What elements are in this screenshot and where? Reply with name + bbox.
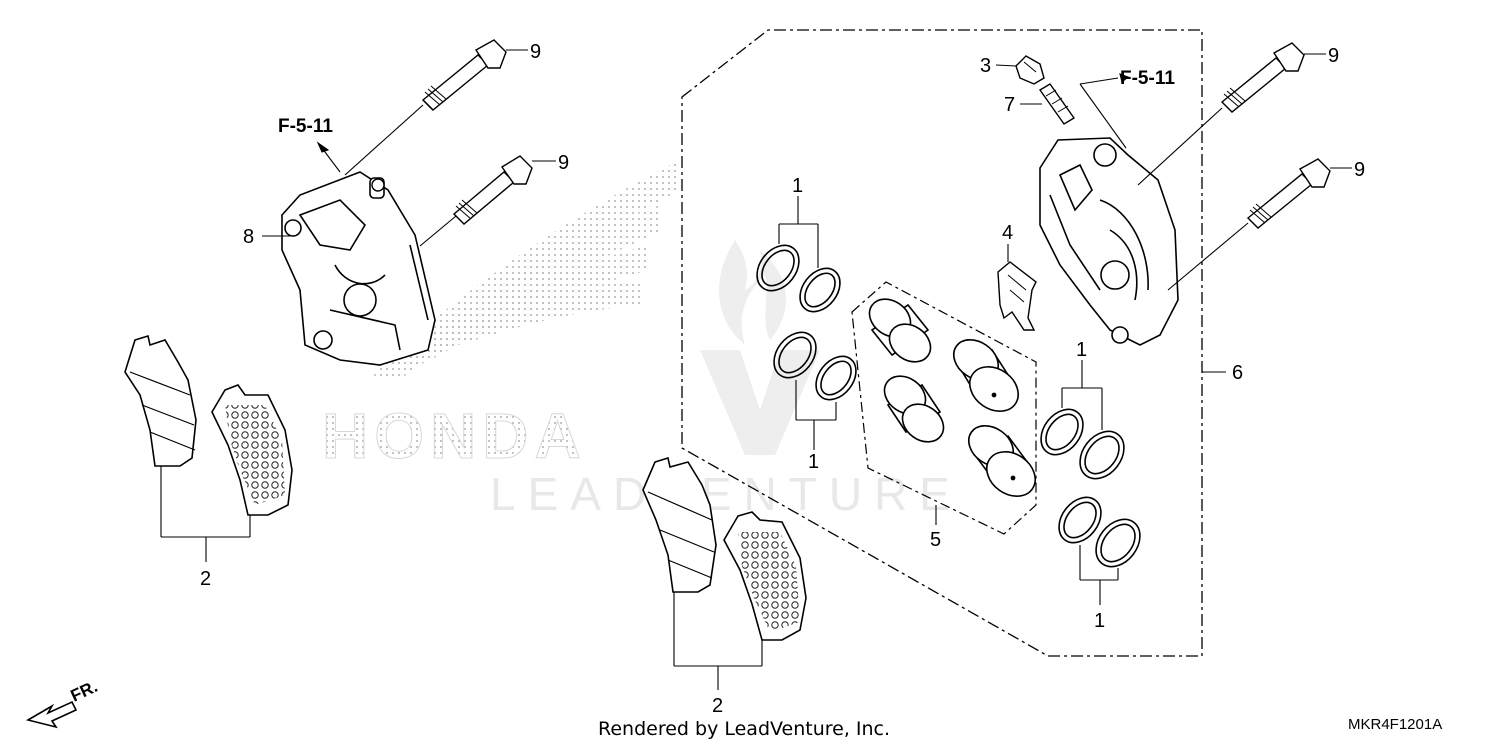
- seal-group-right: [1040, 408, 1141, 568]
- callout-2-left: 2: [200, 568, 211, 590]
- callout-1-right-bottom: 1: [1094, 610, 1105, 632]
- callout-8: 8: [243, 226, 254, 248]
- callout-1-top: 1: [792, 175, 803, 197]
- front-direction-arrow-icon: [25, 700, 78, 729]
- left-brake-pad-back: [124, 334, 197, 467]
- bleeder-cap: [1015, 55, 1045, 85]
- diagram-code: MKR4F1201A: [1348, 716, 1443, 733]
- left-bolt-mid: [452, 155, 533, 225]
- reference-label-left: F-5-11: [278, 116, 333, 137]
- center-brake-pad-back: [642, 456, 717, 593]
- callout-9-left-mid: 9: [558, 152, 569, 174]
- left-bolt-top: [421, 39, 507, 111]
- callout-9-right-top: 9: [1328, 45, 1339, 67]
- callout-6: 6: [1232, 362, 1243, 384]
- right-bolt-mid: [1246, 158, 1331, 229]
- callout-7: 7: [1004, 94, 1015, 116]
- piston-3: [883, 375, 945, 443]
- honda-text-watermark: HONDA: [322, 400, 587, 472]
- left-bleeder-icon: [371, 178, 385, 192]
- callout-3: 3: [980, 55, 991, 77]
- left-brake-caliper: [281, 171, 436, 366]
- right-bolt-top: [1220, 42, 1305, 113]
- center-brake-pad-front: [723, 511, 807, 641]
- reference-label-right: F-5-11: [1120, 68, 1175, 89]
- callout-1-mid: 1: [808, 451, 819, 473]
- pad-spring: [997, 261, 1037, 331]
- right-brake-caliper: [1039, 137, 1179, 346]
- left-brake-pad-front: [211, 384, 293, 516]
- callout-5: 5: [930, 529, 941, 551]
- callout-1-right-top: 1: [1076, 339, 1087, 361]
- front-direction-label: FR.: [68, 677, 101, 706]
- callout-4: 4: [1002, 222, 1013, 244]
- leadventure-text-watermark: LEADVENTURE: [490, 468, 962, 520]
- piston-set: [868, 298, 1036, 497]
- leader-lines: [160, 49, 1352, 690]
- seal-group-upper-left: [756, 244, 857, 401]
- rendered-by-credit: Rendered by LeadVenture, Inc.: [598, 718, 891, 740]
- piston-4: [967, 425, 1036, 497]
- caliper-kit-boundary: [681, 29, 1203, 657]
- piston-set-boundary: [851, 281, 1037, 535]
- piston-1: [868, 298, 932, 363]
- callout-9-left-top: 9: [530, 41, 541, 63]
- callout-9-right-mid: 9: [1354, 159, 1365, 181]
- piston-2: [952, 339, 1019, 412]
- callout-2-center: 2: [712, 695, 723, 717]
- bleeder-valve: [1038, 83, 1076, 125]
- leadventure-logo-watermark: [700, 240, 820, 455]
- honda-wing-watermark: [370, 160, 680, 380]
